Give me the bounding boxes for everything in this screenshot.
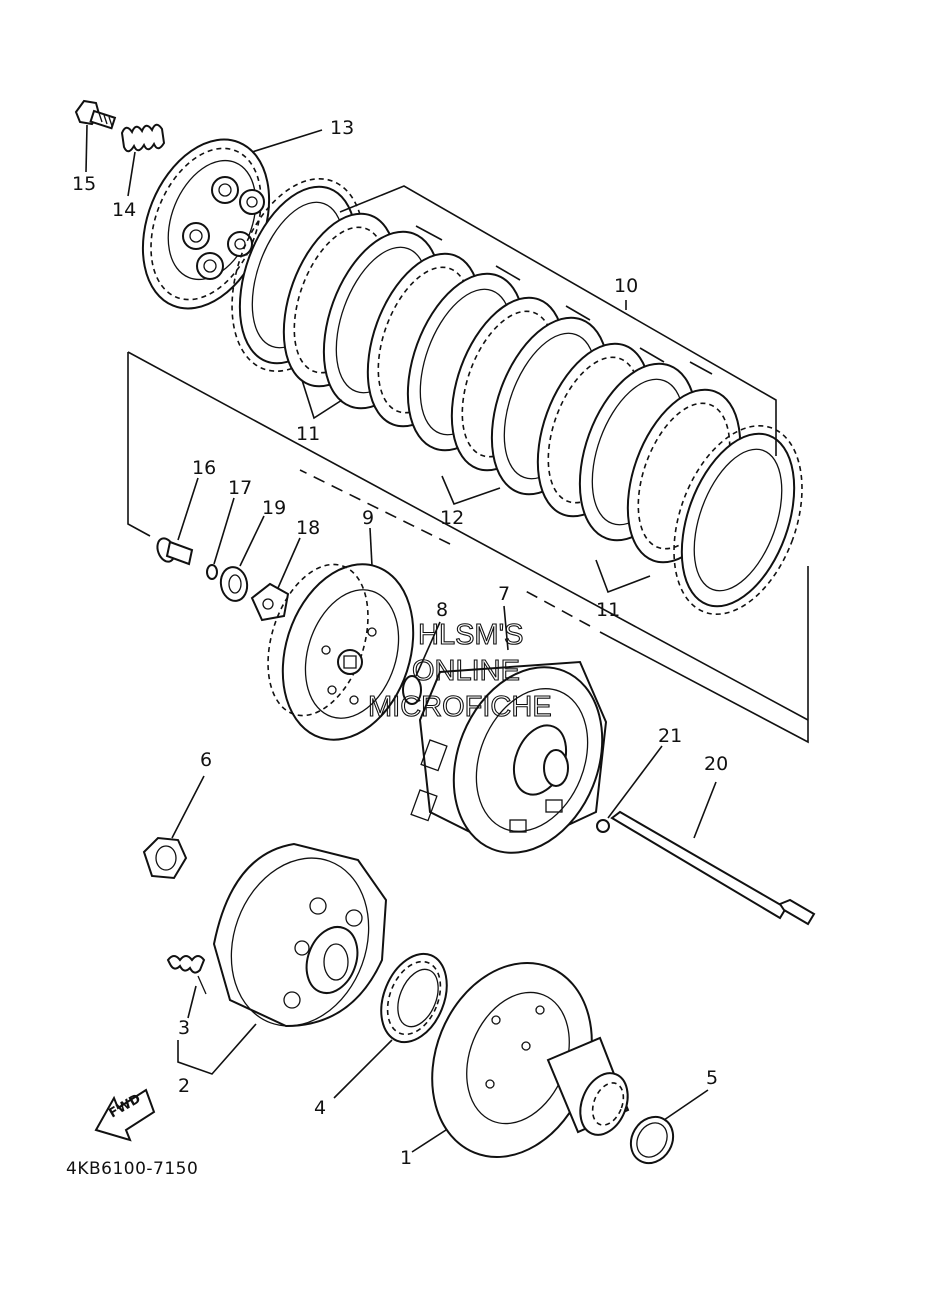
part-15-bolt (74, 99, 117, 173)
callout-17: 17 (228, 477, 252, 499)
bracket-11-top (301, 379, 343, 420)
bracket-11-bottom (595, 559, 651, 594)
callout-2: 2 (178, 1075, 190, 1097)
part-18-lock-washer (250, 537, 301, 622)
part-8-washer (402, 621, 441, 705)
callout-13: 13 (330, 117, 354, 139)
fwd-arrow-icon: FWD (94, 1088, 156, 1142)
callout-11-bottom: 11 (596, 599, 620, 621)
callout-21: 21 (658, 725, 682, 747)
part-7-clutch-housing (410, 605, 608, 854)
callout-18: 18 (296, 517, 320, 539)
assembly-frame (127, 351, 809, 744)
callout-5: 5 (706, 1067, 718, 1089)
clutch-plate-stack (231, 178, 803, 616)
callout-14: 14 (112, 199, 136, 221)
callout-6: 6 (200, 749, 212, 771)
diagram-code: 4KB6100-7150 (66, 1159, 198, 1179)
bracket-12 (441, 475, 501, 506)
friction-plate-rear (673, 424, 803, 616)
callout-8: 8 (436, 599, 448, 621)
bracket-10 (339, 185, 777, 456)
part-16-pin (156, 477, 199, 566)
callout-12: 12 (440, 507, 464, 529)
watermark-line-3: MICROFICHE (368, 691, 552, 723)
callout-10: 10 (614, 275, 638, 297)
callout-3: 3 (178, 1017, 190, 1039)
part-20-push-rod (610, 781, 816, 926)
part-4-bearing (333, 952, 448, 1099)
callout-4: 4 (314, 1097, 326, 1119)
part-3-spring (166, 955, 207, 1019)
part-1-starter-gear (411, 962, 630, 1158)
watermark-line-1: HLSM'S (418, 619, 523, 651)
callout-20: 20 (704, 753, 728, 775)
part-21-ball (596, 745, 663, 833)
part-13-pressure-plate (141, 129, 323, 310)
callout-9: 9 (362, 507, 374, 529)
callout-16: 16 (192, 457, 216, 479)
part-6-nut (142, 775, 205, 880)
part-14-spring (120, 123, 166, 197)
part-5-ring (629, 1089, 709, 1165)
part-2-one-way-clutch (177, 842, 388, 1075)
part-9-clutch-boss (267, 527, 415, 741)
callout-7: 7 (498, 583, 510, 605)
callout-1: 1 (400, 1147, 412, 1169)
callout-11-top: 11 (296, 423, 320, 445)
watermark-line-2: ONLINE (412, 655, 520, 687)
watermark: HLSM'S ONLINE MICROFICHE (367, 618, 552, 723)
part-19-washer (219, 515, 265, 602)
callout-19: 19 (262, 497, 286, 519)
callout-15: 15 (72, 173, 96, 195)
part-17-ring (206, 497, 235, 580)
callout-numbers: 15 14 13 10 11 12 11 16 17 19 18 9 8 7 2… (72, 117, 728, 1169)
